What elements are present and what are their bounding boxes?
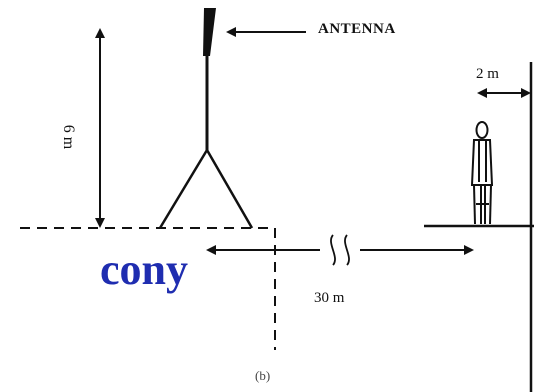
person-figure [470, 121, 494, 225]
antenna-label: ANTENNA [318, 21, 396, 37]
distance-break-mark-2 [344, 234, 350, 266]
figure-caption: (b) [255, 368, 271, 383]
height-label: 6 m [60, 124, 78, 150]
antenna-leg-right [205, 149, 254, 229]
distance-break-mark-1 [330, 234, 336, 266]
antenna-leg-left [158, 149, 209, 229]
antenna-tip [203, 8, 216, 56]
balcony-overlay-text: cony [100, 245, 188, 294]
offset-label: 2 m [476, 66, 499, 82]
distance-label: 30 m [314, 290, 345, 306]
